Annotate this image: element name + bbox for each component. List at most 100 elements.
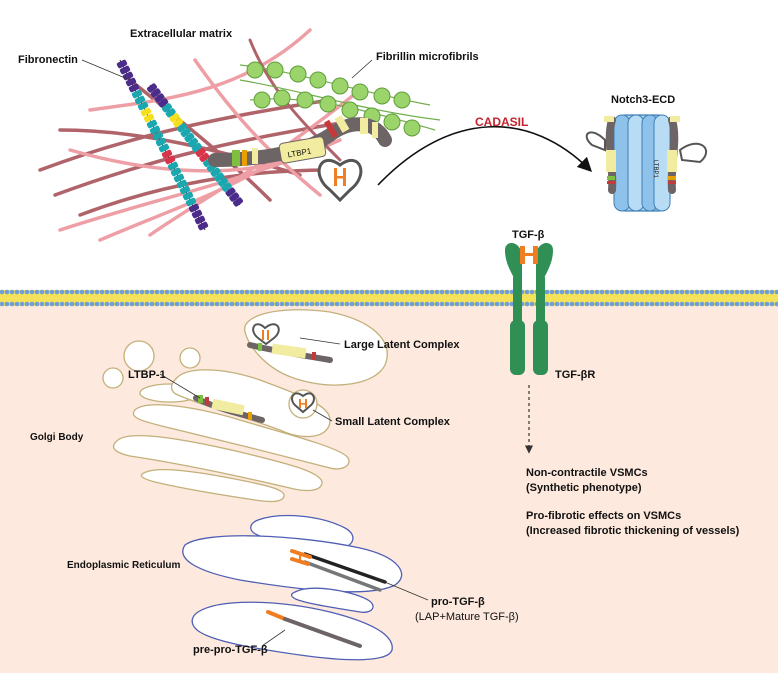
membrane-head xyxy=(159,289,165,295)
fibronectin-bead xyxy=(176,179,188,189)
membrane-head xyxy=(94,289,100,295)
membrane-head xyxy=(409,301,415,307)
membrane-head xyxy=(404,289,410,295)
membrane-head xyxy=(124,289,130,295)
membrane-head xyxy=(474,289,480,295)
membrane-head xyxy=(429,301,435,307)
membrane-head xyxy=(499,301,505,307)
membrane-head xyxy=(59,301,65,307)
membrane-head xyxy=(344,301,350,307)
membrane-head xyxy=(414,301,420,307)
membrane-head xyxy=(89,289,95,295)
pro-tgfb-sub-label: (LAP+Mature TGF-β) xyxy=(415,611,519,623)
membrane-head xyxy=(484,289,490,295)
membrane-head xyxy=(179,289,185,295)
membrane-head xyxy=(374,289,380,295)
membrane-head xyxy=(569,289,575,295)
membrane-head xyxy=(204,301,210,307)
notch3-ecd: LTBP1 xyxy=(585,114,707,212)
membrane-head xyxy=(324,301,330,307)
membrane-head xyxy=(284,289,290,295)
fibronectin-bead xyxy=(161,149,173,159)
fibrillin-leader xyxy=(351,59,373,79)
membrane-head xyxy=(764,301,770,307)
membrane-head xyxy=(24,301,30,307)
membrane-head xyxy=(264,289,270,295)
membrane-head xyxy=(329,289,335,295)
membrane-head xyxy=(414,289,420,295)
membrane-head xyxy=(624,301,630,307)
membrane-head xyxy=(199,289,205,295)
fibronectin-bead xyxy=(155,137,167,147)
fibronectin-bead xyxy=(176,123,187,133)
membrane-head xyxy=(564,289,570,295)
membrane-head xyxy=(629,289,635,295)
fibronectin-bead xyxy=(233,197,243,207)
membrane-head xyxy=(104,301,110,307)
membrane-head xyxy=(649,289,655,295)
membrane-head xyxy=(724,289,730,295)
membrane-head xyxy=(169,289,175,295)
membrane-head xyxy=(4,289,10,295)
membrane-head xyxy=(349,289,355,295)
membrane-head xyxy=(384,301,390,307)
membrane-head xyxy=(234,301,240,307)
membrane-head xyxy=(59,289,65,295)
membrane-head xyxy=(44,301,50,307)
fibrillin-bead xyxy=(341,101,359,119)
membrane-head xyxy=(419,301,425,307)
membrane-head xyxy=(584,289,590,295)
membrane-head xyxy=(394,289,400,295)
membrane-head xyxy=(174,301,180,307)
fibronectin-bead xyxy=(225,187,236,197)
membrane-head xyxy=(669,289,675,295)
membrane-head xyxy=(4,301,10,307)
membrane-head xyxy=(164,301,170,307)
membrane-head xyxy=(209,289,215,295)
membrane-head xyxy=(409,289,415,295)
membrane-head xyxy=(79,301,85,307)
membrane-head xyxy=(319,289,325,295)
membrane-head xyxy=(754,289,760,295)
fibronectin-bead xyxy=(158,98,169,108)
membrane-head xyxy=(704,289,710,295)
membrane-head xyxy=(639,289,645,295)
membrane-head xyxy=(309,289,315,295)
membrane-head xyxy=(314,289,320,295)
membrane-head xyxy=(464,301,470,307)
membrane-head xyxy=(489,289,495,295)
membrane-head xyxy=(14,301,20,307)
membrane-head xyxy=(679,289,685,295)
golgi-body xyxy=(102,309,388,503)
membrane-head xyxy=(469,301,475,307)
membrane-head xyxy=(504,301,510,307)
membrane-head xyxy=(744,289,750,295)
fibronectin-bead xyxy=(125,77,137,87)
membrane-head xyxy=(279,289,285,295)
fibronectin-bead xyxy=(214,172,225,182)
membrane-head xyxy=(459,301,465,307)
membrane-head xyxy=(179,301,185,307)
membrane-head xyxy=(129,289,135,295)
membrane-head xyxy=(684,301,690,307)
membrane-head xyxy=(419,289,425,295)
membrane-head xyxy=(564,301,570,307)
membrane-head xyxy=(719,301,725,307)
fibrillin-bead xyxy=(296,91,314,109)
membrane-head xyxy=(379,289,385,295)
membrane-head xyxy=(374,301,380,307)
fibrillin-label: Fibrillin microfibrils xyxy=(376,51,479,63)
membrane-head xyxy=(189,289,195,295)
membrane-head xyxy=(599,289,605,295)
membrane-head xyxy=(449,289,455,295)
membrane-head xyxy=(434,289,440,295)
membrane-head xyxy=(334,301,340,307)
fibronectin-bead xyxy=(197,221,209,231)
membrane-head xyxy=(699,301,705,307)
membrane-head xyxy=(424,301,430,307)
membrane-head xyxy=(24,289,30,295)
effect1-line2: (Synthetic phenotype) xyxy=(526,482,642,494)
fibronectin-bead xyxy=(167,161,179,171)
fibrillin-bead xyxy=(289,65,307,83)
membrane-head xyxy=(634,289,640,295)
